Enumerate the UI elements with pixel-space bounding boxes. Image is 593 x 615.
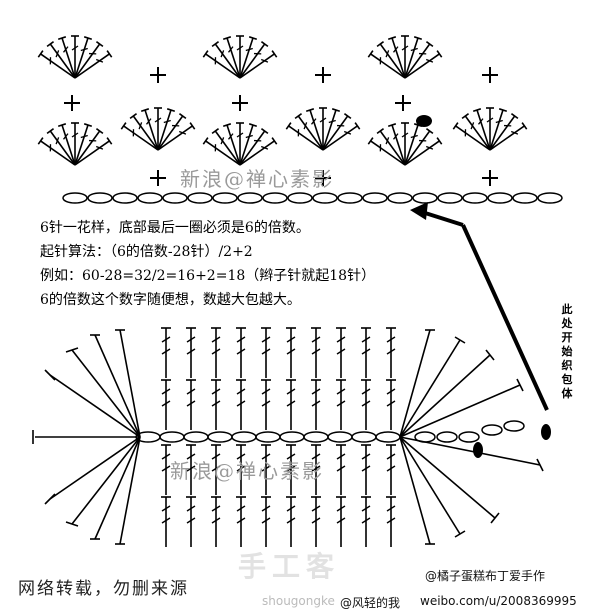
top-fan-row-2	[37, 35, 443, 83]
bottom-center-chain	[135, 420, 525, 443]
note-line-4: 6的倍数这个数字随便想，数越大包越大。	[40, 292, 301, 308]
top-foundation-chain	[62, 192, 563, 204]
watermark-site-logo: 手工客	[238, 550, 341, 583]
repost-warning: 网络转载，勿删来源	[18, 579, 189, 599]
note-line-3: 例如：60-28=32/2=16+2=18（辫子针就起18针）	[40, 268, 376, 284]
start-dot	[416, 115, 432, 127]
note-line-2: 起针算法：（6的倍数-28针）/2+2	[40, 244, 253, 260]
start-arrow	[410, 202, 549, 411]
side-label: 此处开始织包体	[561, 303, 573, 400]
bottom-left-end-fan	[32, 329, 141, 545]
author-handle-2: @风轻的我	[340, 596, 401, 610]
author-handle: @橘子蛋糕布丁爱手作	[425, 569, 546, 583]
watermark-top: 新浪@禅心素影	[180, 167, 334, 191]
round-start-dot	[541, 424, 551, 440]
bottom-right-end-fan	[399, 329, 544, 545]
weibo-url: weibo.com/u/2008369995	[420, 594, 577, 608]
note-line-1: 6针一花样，底部最后一圈必须是6的倍数。	[40, 220, 310, 236]
bottom-upper-stitches	[160, 327, 397, 431]
top-fan-row-1	[37, 107, 528, 170]
round-end-dot	[473, 442, 483, 458]
site-credit: shougongke	[262, 594, 335, 608]
watermark-bottom: 新浪@禅心素影	[170, 459, 324, 483]
